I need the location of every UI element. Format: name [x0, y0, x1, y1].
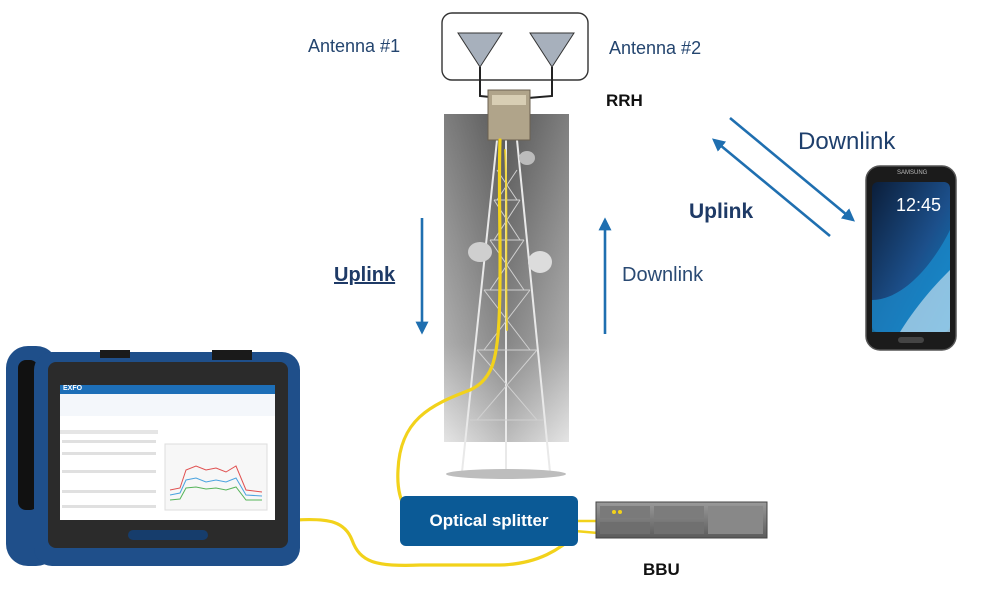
exfo-tester	[6, 346, 300, 566]
antenna-2-label: Antenna #2	[609, 38, 702, 58]
rrh-label: RRH	[606, 91, 643, 110]
fiber-cables	[294, 138, 600, 567]
tester-brand: EXFO	[63, 385, 83, 392]
optical-splitter: Optical splitter	[400, 496, 578, 546]
bbu-unit	[595, 501, 768, 539]
phone-brand: SAMSUNG	[897, 170, 928, 176]
antenna-1-label: Antenna #1	[308, 36, 401, 56]
bbu-label: BBU	[643, 560, 680, 579]
smartphone	[865, 165, 957, 351]
uplink-tower-label: Uplink	[334, 264, 396, 286]
optical-splitter-label: Optical splitter	[429, 511, 549, 530]
uplink-phone-arrow	[711, 138, 831, 238]
downlink-phone-arrow	[729, 116, 856, 222]
uplink-phone-label: Uplink	[689, 200, 754, 223]
downlink-tower-label: Downlink	[622, 264, 704, 286]
antenna-assembly	[441, 12, 589, 99]
signal-arrows	[415, 116, 856, 335]
phone-clock: 12:45	[896, 195, 942, 215]
downlink-phone-label: Downlink	[798, 128, 896, 155]
